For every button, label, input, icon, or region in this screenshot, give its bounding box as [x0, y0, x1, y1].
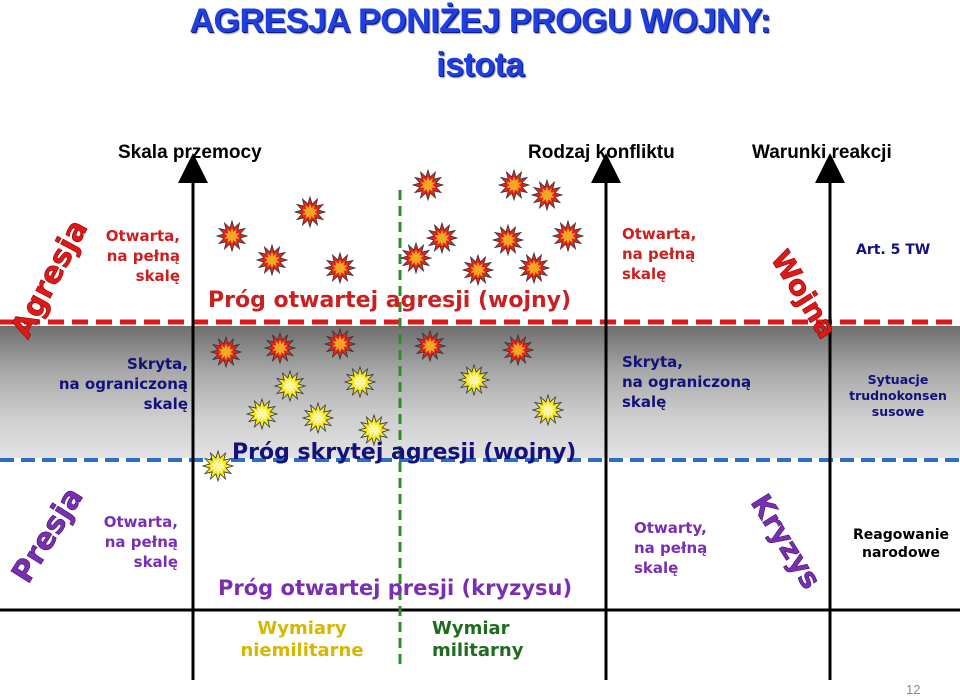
national-response: Reagowanie narodowe — [842, 526, 960, 562]
left-presja-line3: skalę — [80, 552, 178, 572]
explosion-red-icon — [325, 329, 355, 359]
mid-covert-line1: Skryta, — [622, 352, 751, 372]
mid-open-crisis: Otwarty, na pełną skalę — [634, 518, 707, 578]
explosion-red-icon — [499, 170, 529, 200]
explosion-red-icon — [295, 197, 325, 227]
mid-covert-line3: skalę — [622, 392, 751, 412]
military-line1: Wymiar — [432, 618, 523, 640]
mid-open-full: Otwarta, na pełną skalę — [622, 224, 696, 284]
explosion-red-icon — [532, 180, 562, 210]
mid-covert-line2: na ograniczoną — [622, 372, 751, 392]
explosion-red-icon — [401, 243, 431, 273]
left-open-presja: Otwarta, na pełną skalę — [80, 512, 178, 572]
explosion-red-icon — [257, 245, 287, 275]
mid-covert-limited: Skryta, na ograniczoną skalę — [622, 352, 751, 412]
mid-open-line2: na pełną — [622, 244, 696, 264]
military-dimension: Wymiar militarny — [432, 618, 523, 662]
left-open-line2: na pełną — [80, 246, 180, 266]
mid-open-line1: Otwarta, — [622, 224, 696, 244]
explosion-red-icon — [553, 221, 583, 251]
explosion-red-icon — [503, 335, 533, 365]
explosion-red-icon — [413, 170, 443, 200]
label-presja: Presja — [5, 481, 91, 589]
non-military-line1: Wymiary — [226, 618, 378, 640]
national-line2: narodowe — [842, 544, 960, 562]
explosion-yellow-icon — [303, 403, 333, 433]
explosion-yellow-icon — [345, 367, 375, 397]
national-line1: Reagowanie — [842, 526, 960, 544]
left-covert-line1: Skryta, — [40, 354, 188, 374]
explosion-yellow-icon — [459, 365, 489, 395]
mid-crisis-line1: Otwarty, — [634, 518, 707, 538]
left-open-full: Otwarta, na pełną skalę — [80, 226, 180, 286]
difficult-situations: Sytuacje trudnokonsen susowe — [838, 372, 958, 420]
left-open-line3: skalę — [80, 266, 180, 286]
explosion-yellow-icon — [203, 451, 233, 481]
explosion-red-icon — [463, 255, 493, 285]
explosion-yellow-icon — [275, 371, 305, 401]
difficult-line2: trudnokonsen — [838, 388, 958, 404]
left-open-line1: Otwarta, — [80, 226, 180, 246]
page-number: 12 — [906, 682, 920, 697]
label-kryzys: Kryzys — [744, 488, 828, 595]
explosion-red-icon — [427, 223, 457, 253]
mid-crisis-line2: na pełną — [634, 538, 707, 558]
mid-crisis-line3: skalę — [634, 558, 707, 578]
explosion-red-icon — [211, 337, 241, 367]
non-military-dimension: Wymiary niemilitarne — [226, 618, 378, 662]
left-presja-line2: na pełną — [80, 532, 178, 552]
left-covert-line3: skalę — [40, 394, 188, 414]
non-military-line2: niemilitarne — [226, 640, 378, 662]
explosion-red-icon — [265, 333, 295, 363]
art5-label: Art. 5 TW — [856, 242, 930, 258]
explosion-yellow-icon — [533, 395, 563, 425]
label-wojna: Wojna — [764, 244, 844, 344]
explosion-red-icon — [493, 225, 523, 255]
left-covert-line2: na ograniczoną — [40, 374, 188, 394]
left-covert-limited: Skryta, na ograniczoną skalę — [40, 354, 188, 414]
threshold-covert-aggression-label: Próg skrytej agresji (wojny) — [232, 440, 576, 465]
explosion-red-icon — [519, 253, 549, 283]
military-line2: militarny — [432, 640, 523, 662]
difficult-line3: susowe — [838, 404, 958, 420]
explosion-red-icon — [325, 253, 355, 283]
threshold-open-pressure-label: Próg otwartej presji (kryzysu) — [218, 576, 572, 600]
explosion-yellow-icon — [247, 399, 277, 429]
explosion-red-icon — [217, 221, 247, 251]
left-presja-line1: Otwarta, — [80, 512, 178, 532]
difficult-line1: Sytuacje — [838, 372, 958, 388]
threshold-open-aggression-label: Próg otwartej agresji (wojny) — [208, 288, 571, 313]
explosion-red-icon — [415, 331, 445, 361]
mid-open-line3: skalę — [622, 264, 696, 284]
